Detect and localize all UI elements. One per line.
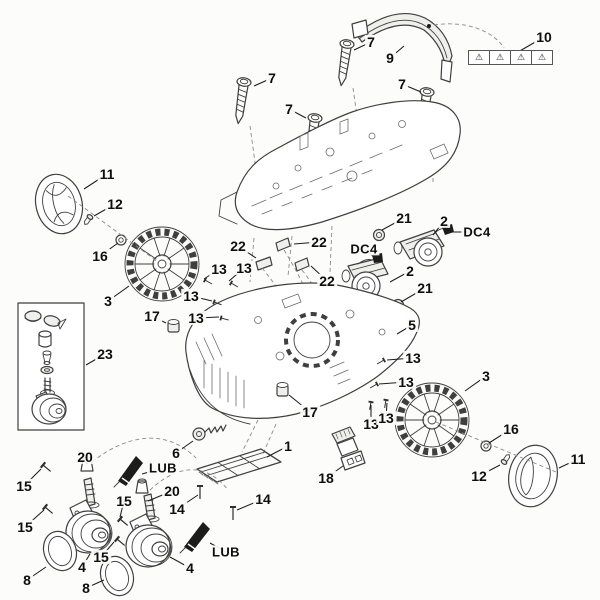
- part-callout-8: 8: [80, 579, 92, 596]
- part-callout-15: 15: [91, 548, 111, 565]
- bumpers-part-17: [167, 319, 289, 397]
- baseplate-part-1: [196, 448, 282, 485]
- part-callout-15: 15: [114, 492, 134, 509]
- part-callout-17: 17: [300, 403, 320, 420]
- part-callout-11: 11: [568, 450, 588, 467]
- part-callout-13: 13: [234, 259, 254, 276]
- part-callout-20: 20: [75, 448, 95, 465]
- wheel-screw-part-12-left: [83, 214, 94, 225]
- part-callout-8: 8: [21, 571, 33, 588]
- part-callout-13: 13: [186, 309, 206, 326]
- part-callout-22: 22: [228, 237, 248, 254]
- part-callout-7: 7: [396, 75, 408, 92]
- hubcap-part-11-right: [508, 444, 558, 508]
- part-callout-18: 18: [316, 469, 336, 486]
- drive-wheel-part-3-right: [394, 382, 470, 458]
- part-callout-13: 13: [376, 409, 396, 426]
- part-callout-13: 13: [181, 287, 201, 304]
- part-callout-dc4: DC4: [461, 224, 493, 240]
- part-callout-15: 15: [14, 477, 34, 494]
- part-callout-12: 12: [469, 467, 489, 484]
- part-callout-10: 10: [534, 28, 554, 45]
- part-callout-4: 4: [184, 559, 196, 576]
- part-callout-15: 15: [15, 518, 35, 535]
- warning-triangle-child-icon: ⚠: [537, 52, 547, 62]
- part-callout-2: 2: [438, 212, 450, 229]
- part-callout-22: 22: [317, 272, 337, 289]
- part-callout-16: 16: [90, 247, 110, 264]
- part-callout-4: 4: [76, 558, 88, 575]
- grease-tube-lub-left: [113, 456, 143, 488]
- part-callout-9: 9: [384, 49, 396, 66]
- screws-part-14: [197, 485, 236, 520]
- part-callout-11: 11: [97, 165, 117, 182]
- part-callout-23: 23: [95, 345, 115, 362]
- part-callout-22: 22: [309, 233, 329, 250]
- part-callout-6: 6: [170, 444, 182, 461]
- part-callout-lub: LUB: [147, 460, 179, 476]
- grease-tube-lub-right: [179, 522, 210, 554]
- part-callout-7: 7: [365, 33, 377, 50]
- part-callout-5: 5: [406, 316, 418, 333]
- wheel-screw-part-12-right: [500, 454, 511, 465]
- pads-part-22: [255, 237, 321, 301]
- warning-triangle-manual-icon: ⚠: [469, 51, 490, 64]
- part-callout-7: 7: [283, 100, 295, 117]
- part-callout-14: 14: [253, 490, 273, 507]
- part-callout-21: 21: [394, 209, 414, 226]
- key-part-6: [192, 424, 227, 441]
- part-callout-21: 21: [415, 279, 435, 296]
- handle-part-9: [351, 12, 505, 83]
- lower-chassis-part-5: [185, 282, 420, 457]
- warning-triangle-hand-icon: ⚠: [490, 51, 511, 64]
- part-callout-13: 13: [403, 349, 423, 366]
- part-callout-3: 3: [102, 292, 114, 309]
- part-callout-2: 2: [404, 262, 416, 279]
- drive-wheel-part-3-left: [124, 226, 200, 302]
- part-callout-12: 12: [105, 195, 125, 212]
- warning-triangle-blade-icon: ⚠: [511, 51, 532, 64]
- warning-decal-strip: ⚠⚠⚠⚠: [468, 50, 553, 65]
- upper-chassis-body: [218, 100, 461, 283]
- part-callout-17: 17: [142, 307, 162, 324]
- caster-kit-box-part-23: [17, 302, 85, 431]
- caster-part-4-right: [125, 478, 173, 568]
- part-callout-lub: LUB: [210, 544, 242, 560]
- part-callout-16: 16: [501, 420, 521, 437]
- part-callout-dc4: DC4: [348, 241, 380, 257]
- hubcap-part-11-left: [34, 173, 84, 235]
- wheel-washer-part-16-left: [115, 234, 127, 246]
- bracket-part-18: [331, 426, 366, 471]
- part-callout-1: 1: [282, 437, 294, 454]
- part-callout-20: 20: [162, 482, 182, 499]
- part-callout-7: 7: [266, 69, 278, 86]
- part-callout-3: 3: [480, 367, 492, 384]
- rings-part-8: [42, 530, 135, 597]
- part-callout-13: 13: [396, 373, 416, 390]
- part-callout-14: 14: [167, 500, 187, 517]
- part-callout-13: 13: [209, 260, 229, 277]
- part-callout-13: 13: [361, 415, 381, 432]
- drive-motor-part-2-right: [393, 224, 454, 267]
